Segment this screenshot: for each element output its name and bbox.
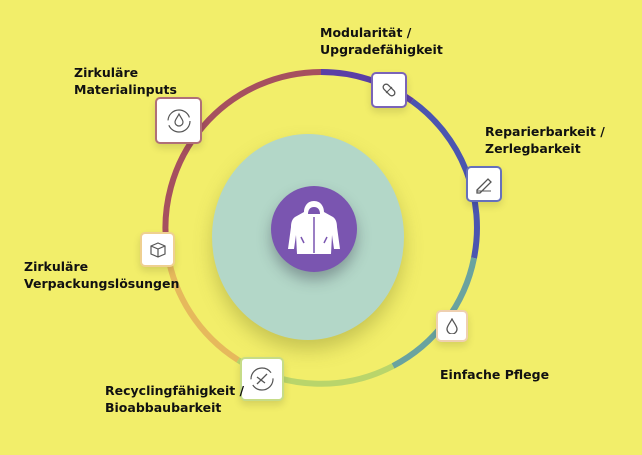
label-line: Einfache Pflege: [440, 367, 550, 382]
label-line: Zirkuläre: [74, 65, 139, 80]
label-line: Reparierbarkeit /: [485, 124, 605, 139]
item-box-recycling[interactable]: [240, 357, 284, 401]
scissors-recycle-icon: [250, 367, 274, 391]
label-line: Zirkuläre: [24, 259, 89, 274]
item-label-repair: Reparierbarkeit / Zerlegbarkeit: [485, 123, 605, 157]
item-label-modularity: Modularität / Upgradefähigkeit: [320, 24, 443, 58]
item-box-packaging[interactable]: [140, 232, 175, 267]
item-label-care: Einfache Pflege: [440, 366, 549, 383]
label-line: Upgradefähigkeit: [320, 42, 443, 57]
jacket-icon: [271, 186, 357, 272]
pill-icon: [382, 83, 396, 97]
ruler-pencil-icon: [476, 178, 492, 194]
label-line: Bioabbaubarkeit: [105, 400, 222, 415]
ring-segment-materials: [162, 69, 322, 251]
label-line: Zerlegbarkeit: [485, 141, 581, 156]
label-line: Materialinputs: [74, 82, 177, 97]
drop-icon: [446, 318, 458, 334]
label-line: Verpackungslösungen: [24, 276, 180, 291]
label-line: Modularität /: [320, 25, 412, 40]
item-box-care[interactable]: [436, 310, 468, 342]
item-box-modularity[interactable]: [371, 72, 407, 108]
item-label-recycling: Recyclingfähigkeit / Bioabbaubarkeit: [105, 382, 244, 416]
box-icon: [149, 241, 166, 258]
item-box-materials[interactable]: [155, 97, 202, 144]
item-box-repair[interactable]: [466, 166, 502, 202]
drop-cycle-icon: [166, 108, 191, 133]
label-line: Recyclingfähigkeit /: [105, 383, 245, 398]
